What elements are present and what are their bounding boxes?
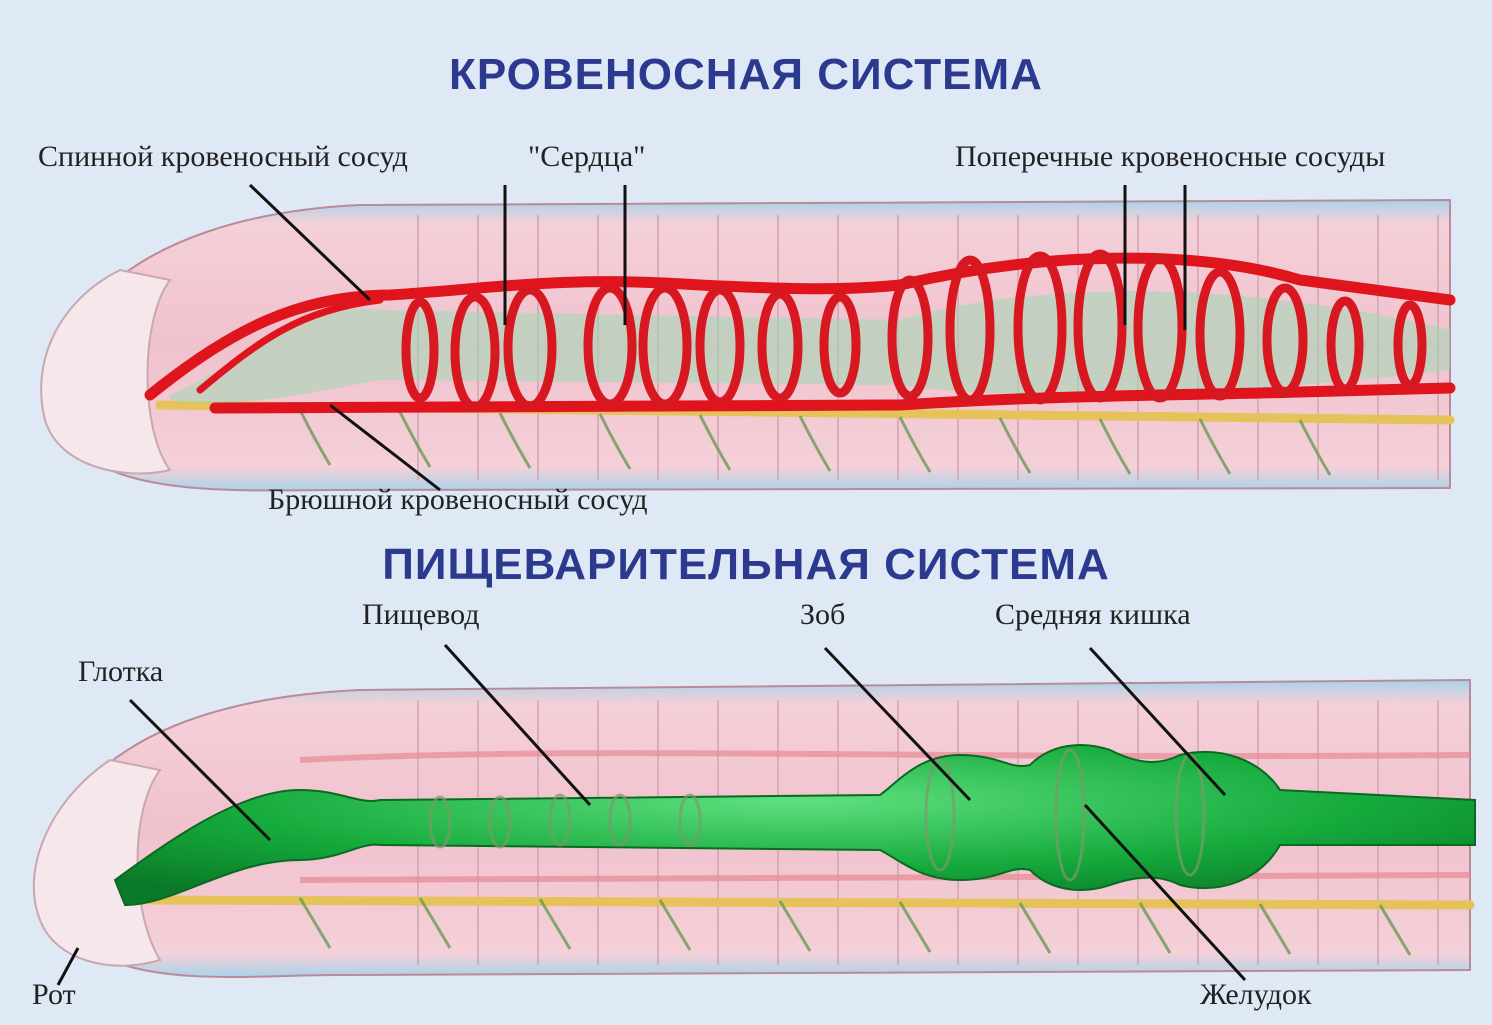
circulatory-title: КРОВЕНОСНАЯ СИСТЕМА bbox=[0, 50, 1492, 100]
label-dorsal-vessel: Спинной кровеносный сосуд bbox=[38, 140, 408, 174]
circulatory-worm bbox=[41, 185, 1450, 490]
label-mouth: Рот bbox=[32, 978, 76, 1012]
label-midgut: Средняя кишка bbox=[995, 598, 1191, 632]
label-crop: Зоб bbox=[800, 598, 845, 632]
label-esophagus: Пищевод bbox=[362, 598, 480, 632]
digestive-worm bbox=[34, 645, 1475, 985]
label-gizzard: Желудок bbox=[1200, 978, 1312, 1012]
label-hearts: "Сердца" bbox=[528, 140, 645, 174]
label-transverse-vessels: Поперечные кровеносные сосуды bbox=[955, 140, 1385, 174]
label-pharynx: Глотка bbox=[78, 655, 163, 689]
digestive-title: ПИЩЕВАРИТЕЛЬНАЯ СИСТЕМА bbox=[0, 540, 1492, 590]
label-ventral-vessel: Брюшной кровеносный сосуд bbox=[268, 483, 647, 517]
